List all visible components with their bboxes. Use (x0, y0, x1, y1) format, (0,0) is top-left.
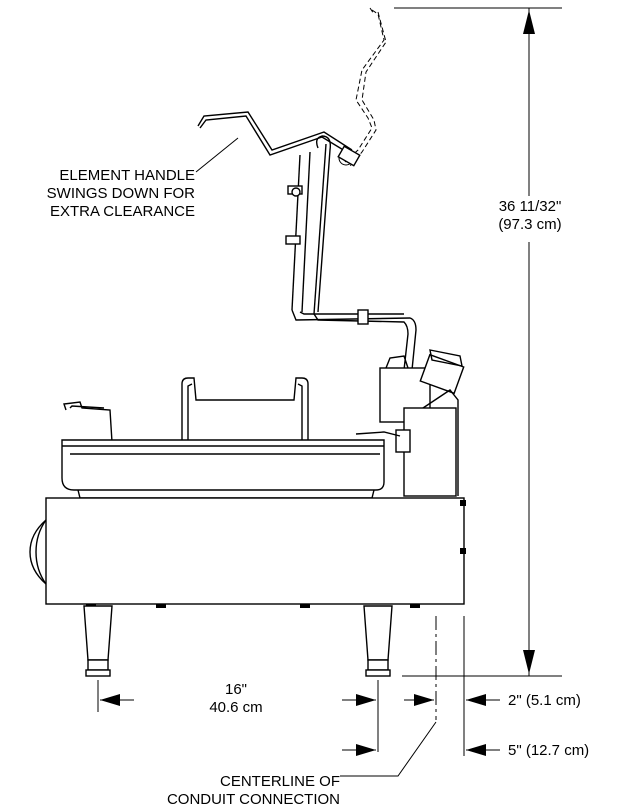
offset-small-label: 2" (5.1 cm) (508, 692, 581, 709)
raised-handle-dashed (344, 7, 387, 167)
legs (83, 605, 393, 677)
cabinet (29, 497, 466, 608)
offset-large-label: 5" (12.7 cm) (508, 742, 589, 759)
element-handle-callout-line3: EXTRA CLEARANCE (50, 203, 195, 220)
height-dimension (394, 7, 578, 677)
height-imperial-label: 36 11/32" (499, 198, 562, 215)
fry-pot (61, 431, 401, 499)
width-metric-label: 40.6 cm (209, 699, 262, 716)
element-handle (197, 111, 361, 167)
width-imperial-label: 16" (225, 681, 247, 698)
element-handle-callout-line1: ELEMENT HANDLE (59, 167, 195, 184)
centerline-callout-line1: CENTERLINE OF (220, 773, 340, 790)
element-handle-leader (195, 137, 239, 173)
element-handle-callout-line2: SWINGS DOWN FOR (47, 185, 195, 202)
conduit-centerline (340, 616, 500, 777)
width-dimension (97, 680, 379, 752)
control-box (379, 349, 465, 497)
height-metric-label: (97.3 cm) (498, 216, 561, 233)
support-arm (285, 135, 417, 371)
basket-handles (63, 377, 309, 443)
centerline-callout-line2: CONDUIT CONNECTION (167, 791, 340, 808)
